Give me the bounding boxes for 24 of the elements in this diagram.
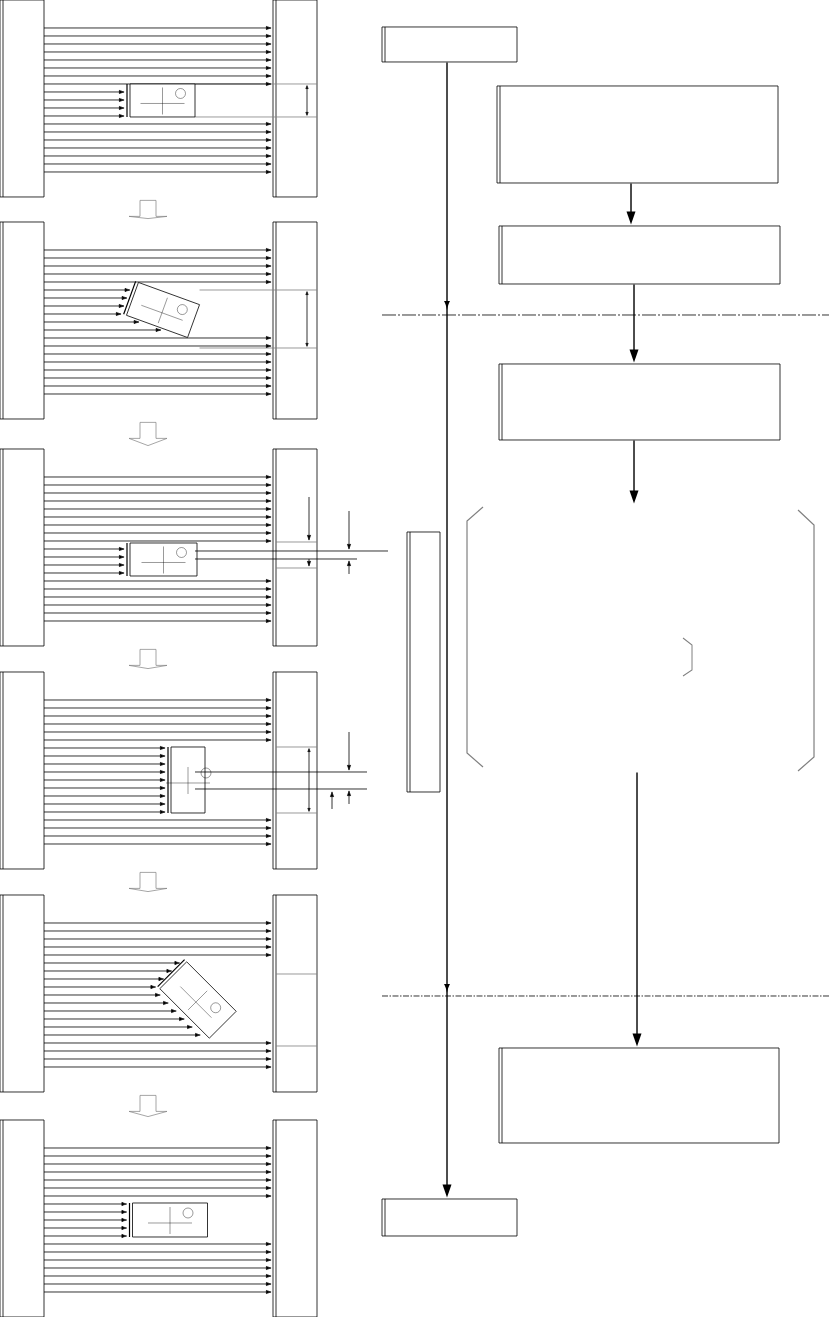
- arrow: [632, 771, 642, 1047]
- process-box: [496, 85, 779, 184]
- block-arrow: [128, 200, 168, 219]
- arrow: [629, 283, 639, 363]
- process-step-drawing: [0, 221, 318, 420]
- process-box: [498, 363, 781, 441]
- arrow: [442, 61, 452, 1198]
- arrow: [629, 439, 639, 504]
- bracket-group: [466, 506, 815, 772]
- process-box: [381, 1198, 518, 1237]
- block-arrow: [128, 649, 168, 669]
- process-step-drawing: [0, 894, 318, 1093]
- process-box: [498, 225, 781, 285]
- process-box: [406, 531, 441, 793]
- process-step-drawing: [0, 671, 368, 870]
- process-step-drawing: [0, 0, 318, 198]
- block-arrow: [128, 1095, 168, 1117]
- process-step-drawing: [0, 1119, 318, 1317]
- process-box: [381, 26, 518, 63]
- block-arrow: [128, 872, 168, 892]
- process-step-drawing: [0, 448, 389, 647]
- block-arrow: [128, 422, 168, 446]
- process-box: [498, 1047, 780, 1144]
- arrow: [626, 182, 636, 225]
